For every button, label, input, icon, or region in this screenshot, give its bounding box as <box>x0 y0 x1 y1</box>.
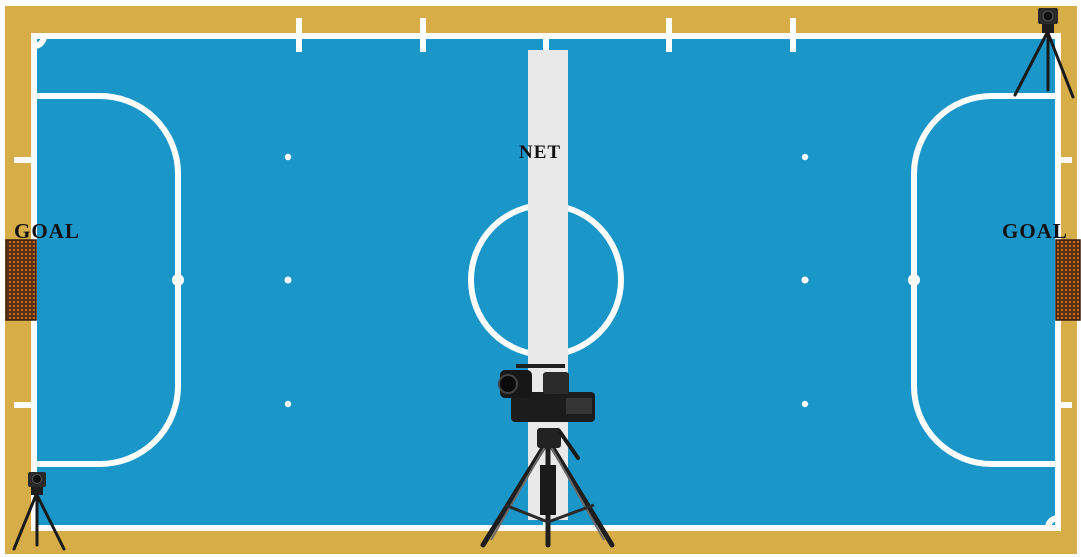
goal-right-label: GOAL <box>1002 219 1068 244</box>
net-label: NET <box>519 142 561 164</box>
goal-left-label: GOAL <box>14 219 80 244</box>
goal-net-right <box>1056 240 1080 320</box>
goal-net-left <box>6 240 36 320</box>
